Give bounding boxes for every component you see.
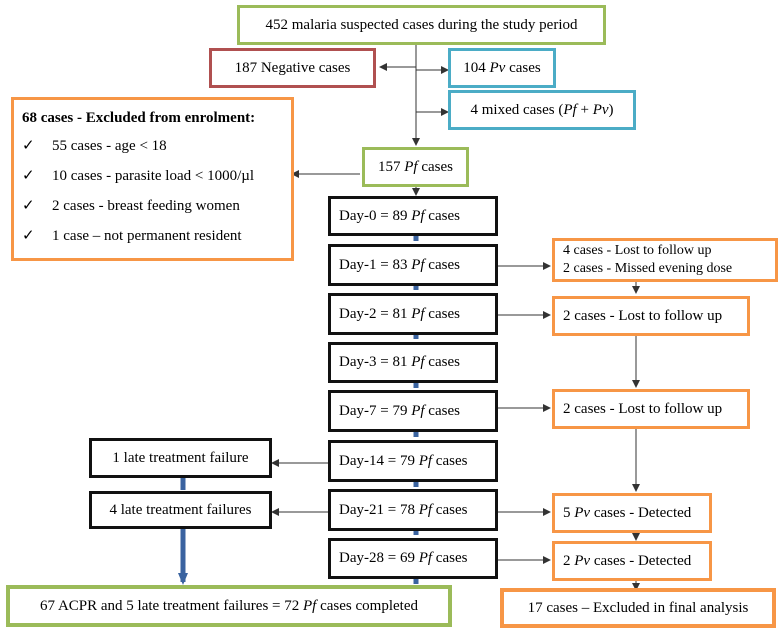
final-excluded-box: 17 cases – Excluded in final analysis bbox=[500, 588, 776, 628]
final-completed-label: 67 ACPR and 5 late treatment failures = … bbox=[40, 597, 418, 614]
day-28-box: Day-28 = 69 Pf cases bbox=[328, 538, 498, 579]
day-21-detected-box: 5 Pv cases - Detected bbox=[552, 493, 712, 533]
late-failure-label: 1 late treatment failure bbox=[112, 449, 249, 466]
pv-cases-label: 104 Pv cases bbox=[463, 59, 541, 76]
day-label: Day-21 = 78 Pf cases bbox=[339, 501, 468, 518]
loss-line: 4 cases - Lost to follow up bbox=[563, 243, 712, 258]
day-label: Day-7 = 79 Pf cases bbox=[339, 402, 460, 419]
pf-cases-box: 157 Pf cases bbox=[362, 147, 469, 187]
late-failure-label: 4 late treatment failures bbox=[109, 501, 252, 518]
late-failure-1-box: 1 late treatment failure bbox=[89, 438, 272, 478]
day-7-loss-box: 2 cases - Lost to follow up bbox=[552, 389, 750, 429]
day-label: Day-14 = 79 Pf cases bbox=[339, 452, 468, 469]
day-14-box: Day-14 = 79 Pf cases bbox=[328, 440, 498, 482]
day-label: Day-2 = 81 Pf cases bbox=[339, 305, 460, 322]
detected-label: 5 Pv cases - Detected bbox=[563, 504, 692, 521]
check-icon: ✓ bbox=[22, 168, 35, 184]
pf-cases-label: 157 Pf cases bbox=[378, 158, 453, 175]
day-21-box: Day-21 = 78 Pf cases bbox=[328, 489, 498, 531]
late-failure-4-box: 4 late treatment failures bbox=[89, 491, 272, 529]
loss-label: 2 cases - Lost to follow up bbox=[563, 307, 723, 324]
day-2-box: Day-2 = 81 Pf cases bbox=[328, 293, 498, 335]
final-excluded-label: 17 cases – Excluded in final analysis bbox=[527, 599, 749, 616]
negative-cases-label: 187 Negative cases bbox=[234, 59, 351, 76]
check-icon: ✓ bbox=[22, 138, 35, 154]
excluded-title: 68 cases - Excluded from enrolment: bbox=[22, 110, 256, 126]
excluded-enrolment-box: 68 cases - Excluded from enrolment: ✓55 … bbox=[11, 97, 294, 261]
total-suspected-label: 452 malaria suspected cases during the s… bbox=[265, 16, 578, 33]
day-0-box: Day-0 = 89 Pf cases bbox=[328, 196, 498, 236]
day-28-detected-box: 2 Pv cases - Detected bbox=[552, 541, 712, 581]
excluded-item: ✓55 cases - age < 18 bbox=[22, 131, 167, 161]
final-completed-box: 67 ACPR and 5 late treatment failures = … bbox=[6, 585, 452, 627]
day-7-box: Day-7 = 79 Pf cases bbox=[328, 390, 498, 432]
check-icon: ✓ bbox=[22, 228, 35, 244]
mixed-cases-label: 4 mixed cases (Pf + Pv) bbox=[470, 101, 614, 118]
loss-line: 2 cases - Missed evening dose bbox=[563, 261, 733, 276]
day-label: Day-0 = 89 Pf cases bbox=[339, 207, 460, 224]
loss-label: 2 cases - Lost to follow up bbox=[563, 400, 723, 417]
day-label: Day-28 = 69 Pf cases bbox=[339, 550, 468, 566]
check-icon: ✓ bbox=[22, 198, 35, 214]
total-suspected-box: 452 malaria suspected cases during the s… bbox=[237, 5, 606, 45]
day-label: Day-1 = 83 Pf cases bbox=[339, 256, 460, 273]
day-3-box: Day-3 = 81 Pf cases bbox=[328, 342, 498, 383]
excluded-item: ✓2 cases - breast feeding women bbox=[22, 191, 240, 221]
detected-label: 2 Pv cases - Detected bbox=[563, 552, 692, 569]
negative-cases-box: 187 Negative cases bbox=[209, 48, 376, 88]
excluded-item: ✓10 cases - parasite load < 1000/µl bbox=[22, 161, 254, 191]
day-label: Day-3 = 81 Pf cases bbox=[339, 354, 460, 370]
day-1-loss-box: 4 cases - Lost to follow up 2 cases - Mi… bbox=[552, 238, 778, 282]
excluded-item: ✓1 case – not permanent resident bbox=[22, 221, 242, 251]
day-1-box: Day-1 = 83 Pf cases bbox=[328, 244, 498, 286]
day-2-loss-box: 2 cases - Lost to follow up bbox=[552, 296, 750, 336]
pv-cases-box: 104 Pv cases bbox=[448, 48, 556, 88]
mixed-cases-box: 4 mixed cases (Pf + Pv) bbox=[448, 90, 636, 130]
